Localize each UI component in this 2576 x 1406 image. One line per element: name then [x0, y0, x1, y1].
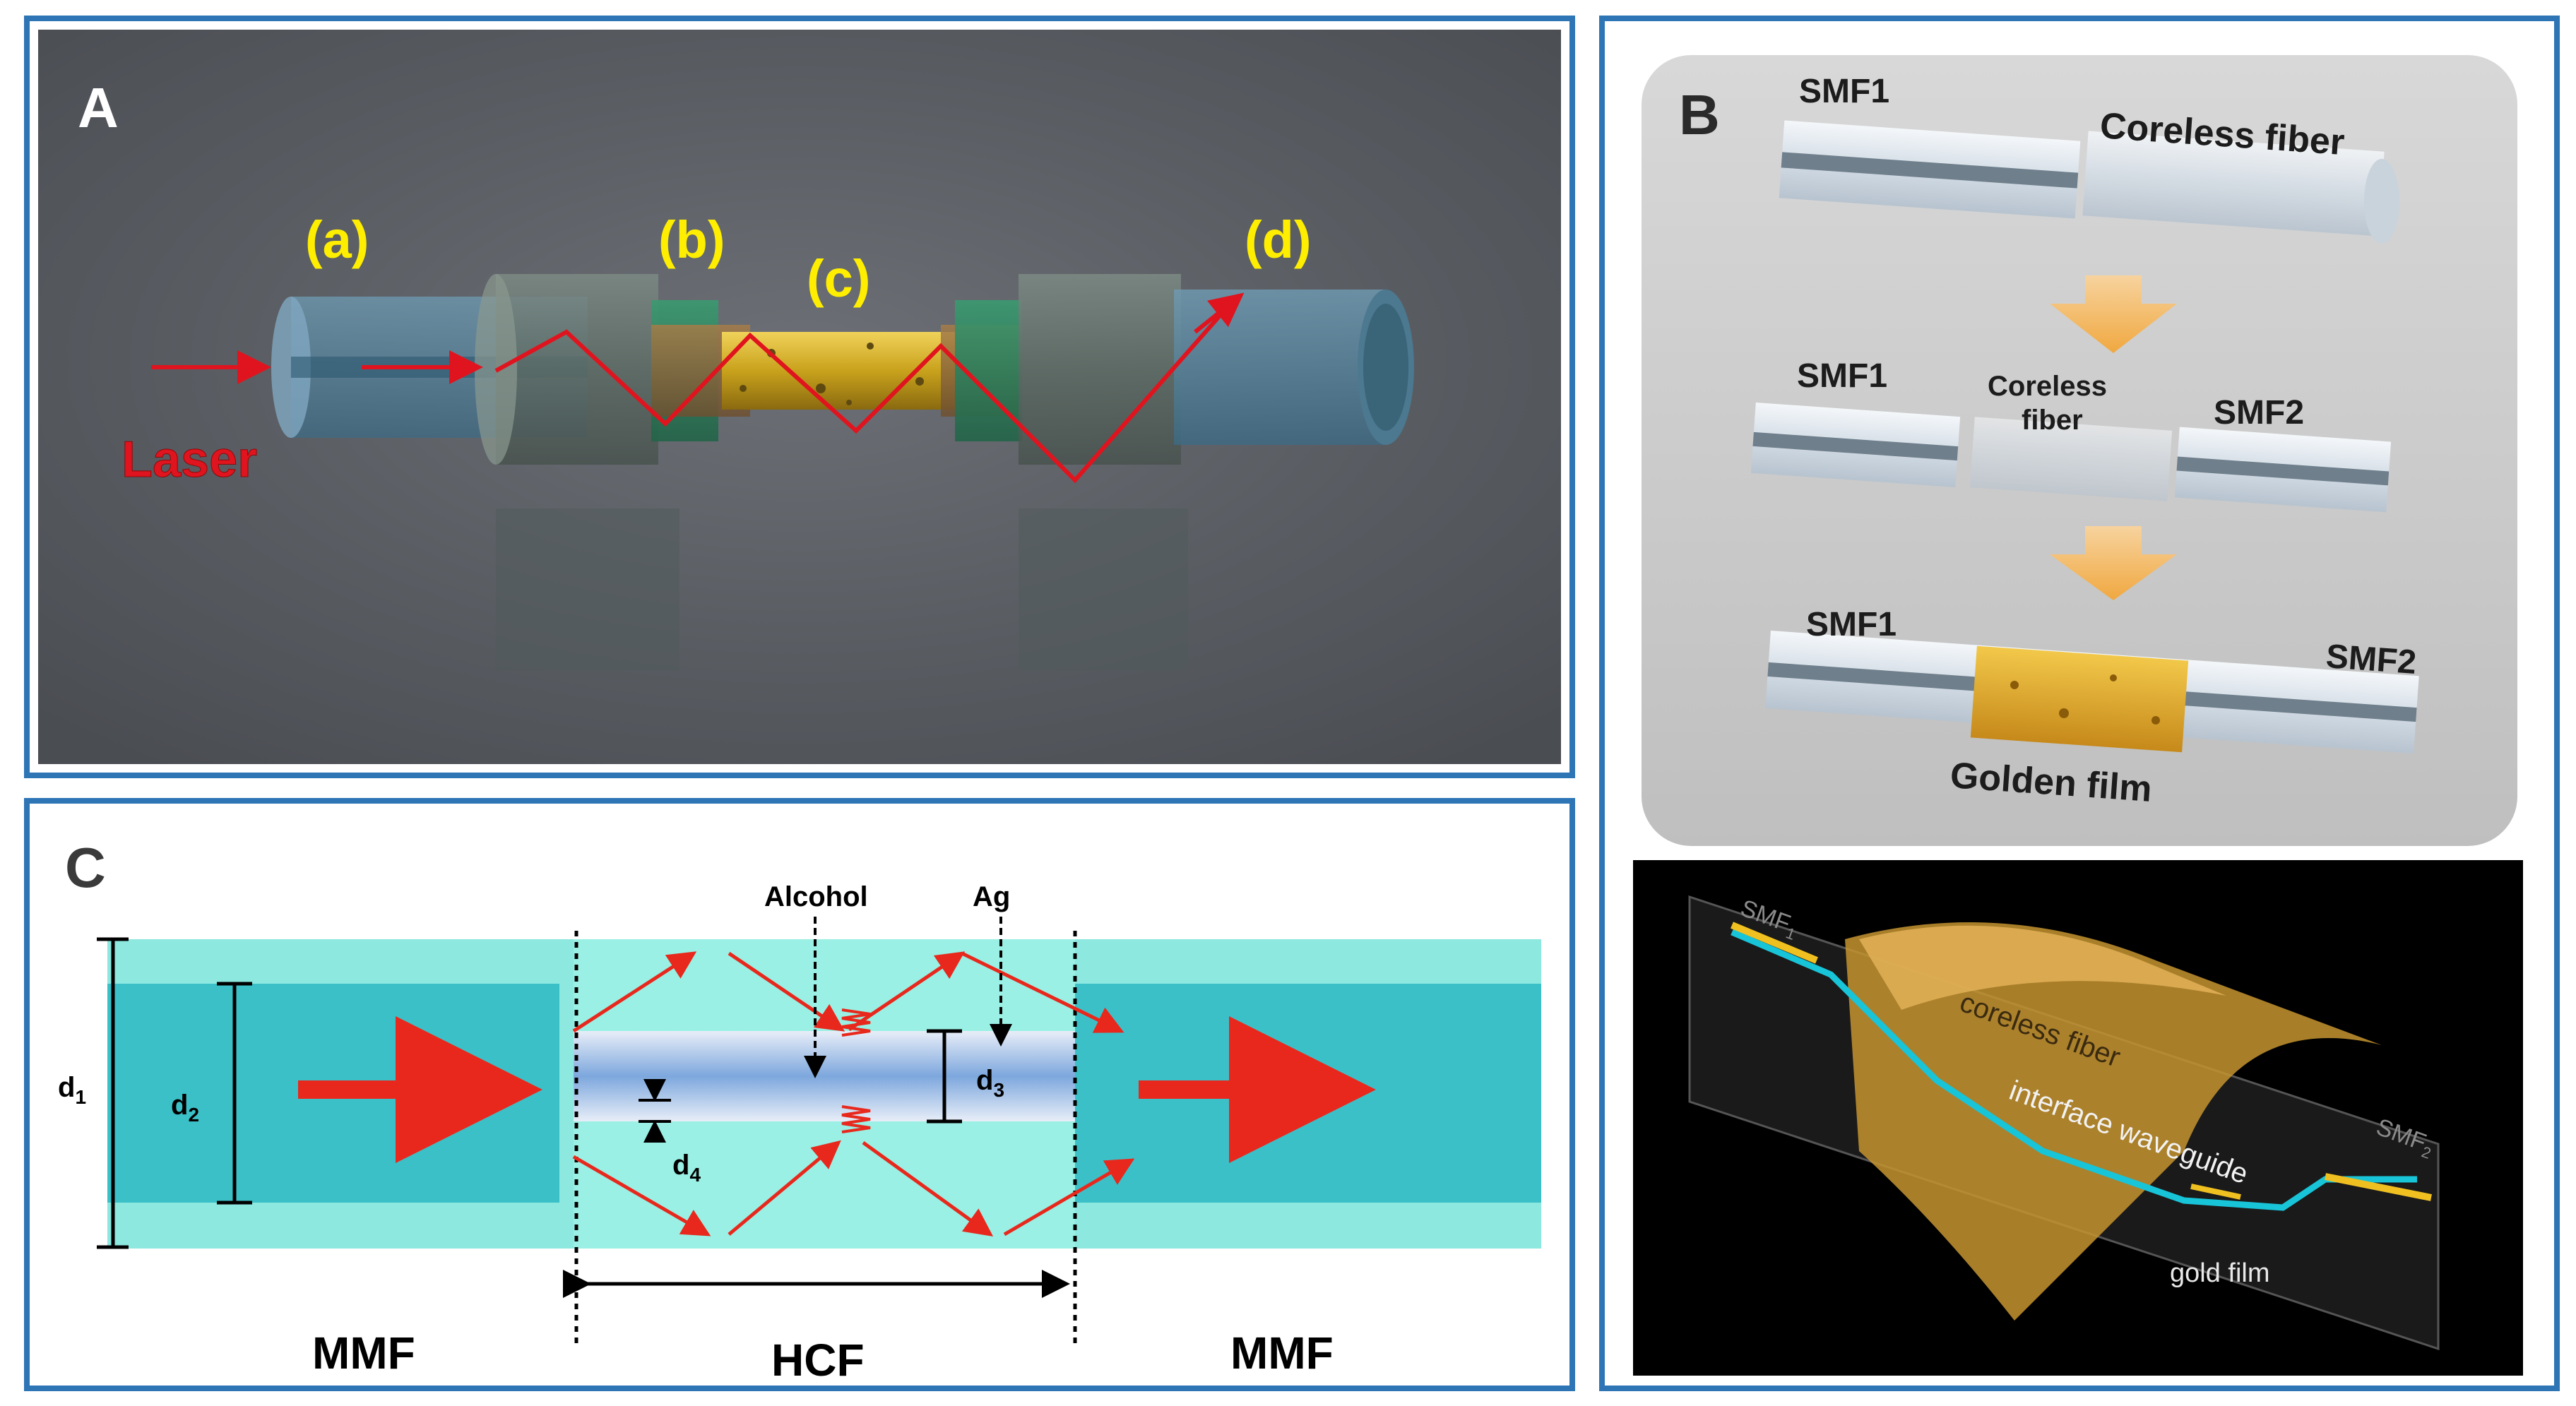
- step2-smf1: SMF1: [1797, 357, 1887, 395]
- label-mmf-left: MMF: [312, 1328, 415, 1378]
- step-arrow-2: [2050, 526, 2177, 600]
- step2-coreless-1: Coreless: [1988, 371, 2107, 402]
- coupling-top: [841, 1008, 871, 1037]
- step-2-fibers: [1750, 403, 2392, 513]
- label-d2: d2: [171, 1090, 199, 1126]
- lower-rays: [572, 1140, 1135, 1237]
- label-alcohol: Alcohol: [764, 881, 868, 912]
- marker-d: (d): [1245, 210, 1312, 269]
- step-1-fibers: [1779, 120, 2399, 244]
- panel-a-illustration: A Laser (a) (b) (c) (d): [30, 21, 1569, 773]
- step3-smf2: SMF2: [2325, 638, 2417, 681]
- marker-b: (b): [658, 210, 725, 269]
- label-hcf: HCF: [771, 1335, 865, 1386]
- step3-smf1: SMF1: [1806, 606, 1897, 643]
- label-mmf-right: MMF: [1230, 1328, 1334, 1378]
- alcohol-ag-layer: [574, 1031, 1075, 1121]
- label-d3: d3: [976, 1065, 1004, 1101]
- step-arrow-1: [2050, 275, 2177, 353]
- output-fiber-d: [1174, 290, 1386, 445]
- label-ag: Ag: [973, 881, 1010, 912]
- golden-film: [1970, 645, 2189, 753]
- light-path: [494, 302, 1233, 484]
- panel-b-illustration: B SMF1 Coreless fiber SMF1 Coreless fibe…: [1633, 55, 2523, 1376]
- label-d4: d4: [672, 1150, 701, 1186]
- panel-a: A Laser (a) (b) (c) (d): [24, 16, 1575, 778]
- sleeve-left: [496, 274, 658, 465]
- upper-rays: [572, 951, 1124, 1033]
- panel-c-schematic: C: [58, 836, 1541, 1386]
- sleeve-right: [1019, 274, 1181, 465]
- step2-smf2: SMF2: [2214, 394, 2304, 431]
- marker-a: (a): [305, 210, 369, 269]
- step2-coreless-2: fiber: [2022, 405, 2083, 436]
- coupling-bottom: [841, 1105, 871, 1133]
- marker-c: (c): [807, 249, 870, 308]
- panel-b: B SMF1 Coreless fiber SMF1 Coreless fibe…: [1599, 16, 2560, 1391]
- step-3-fibers: [1765, 631, 2419, 753]
- step1-smf1: SMF1: [1799, 73, 1889, 110]
- panel-b-letter: B: [1679, 83, 1720, 146]
- panel-a-letter: A: [78, 76, 119, 139]
- laser-label: Laser: [121, 431, 257, 488]
- render-gold-film: gold film: [2170, 1258, 2270, 1288]
- render-fiber: [1688, 895, 2440, 1351]
- panel-c-letter: C: [65, 836, 106, 899]
- panel-c: C: [24, 798, 1575, 1391]
- label-d1: d1: [58, 1072, 86, 1108]
